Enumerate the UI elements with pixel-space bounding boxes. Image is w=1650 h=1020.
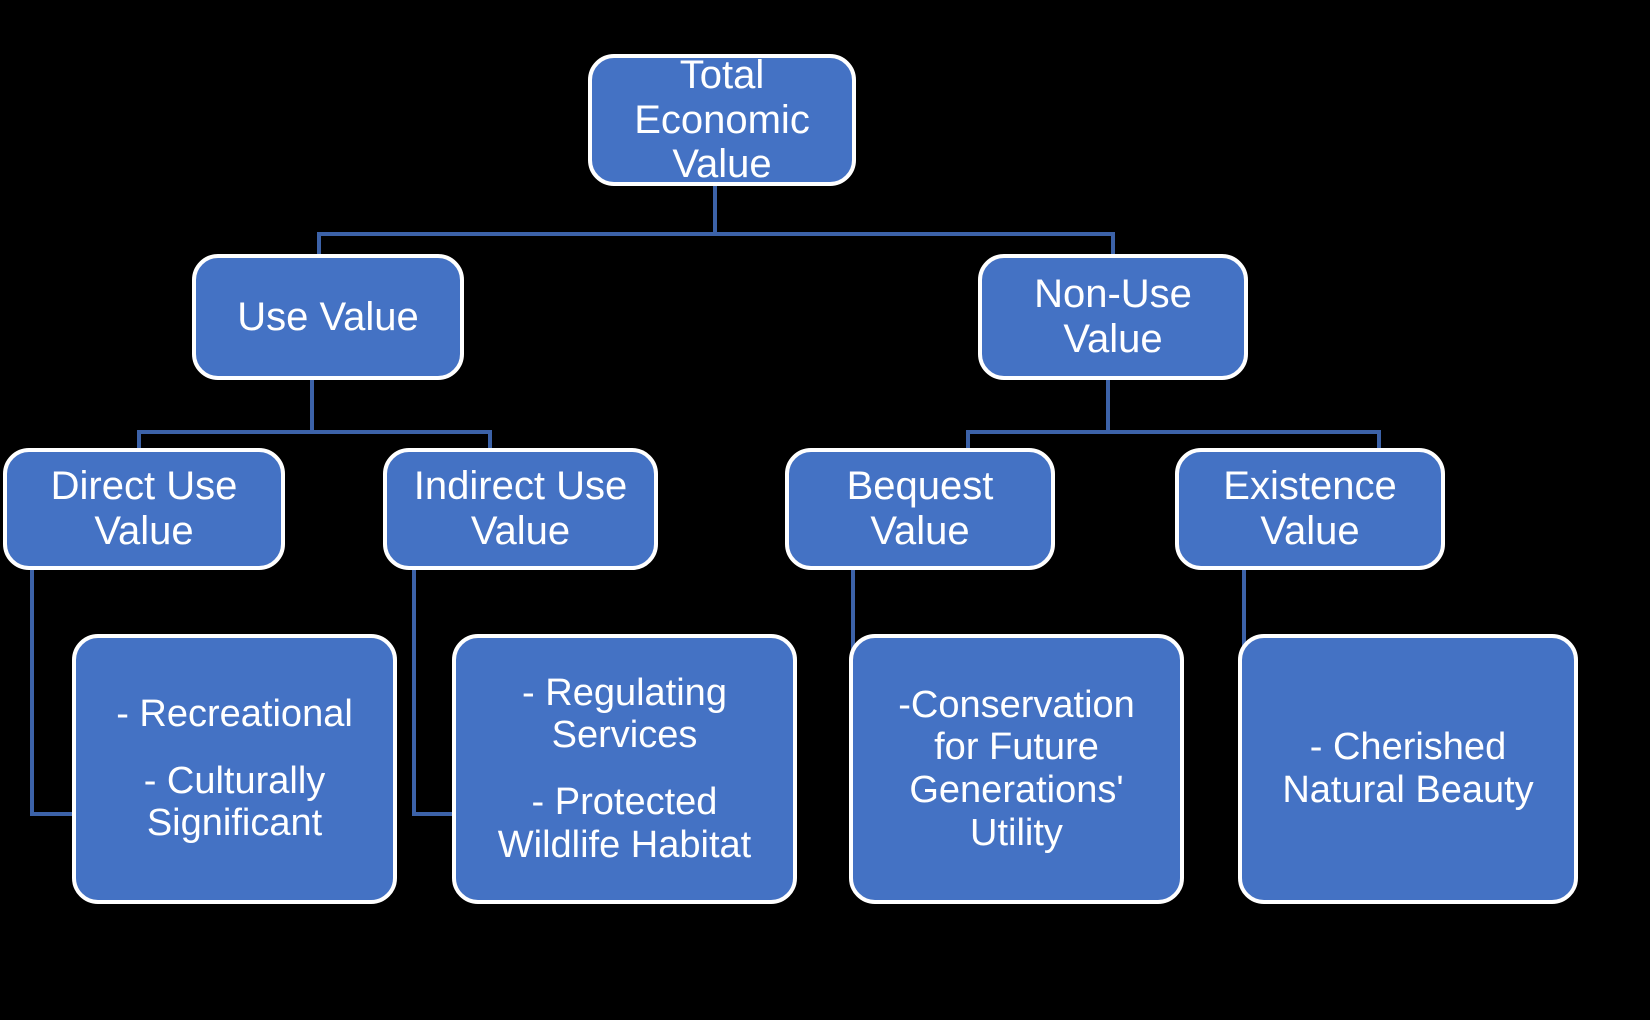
indirect-use-item-2: - Protected Wildlife Habitat (498, 781, 751, 866)
bequest-item-1-line1: -Conservation (898, 683, 1135, 726)
node-direct-use-value-line1: Direct Use (50, 464, 238, 509)
direct-use-item-1: - Recreational (116, 693, 353, 736)
node-use-value-label: Use Value (237, 294, 419, 339)
node-existence-items[interactable]: - Cherished Natural Beauty (1238, 634, 1578, 904)
node-total-economic-value-line2: Economic (634, 97, 810, 142)
node-existence-value-line2: Value (1260, 509, 1360, 553)
node-total-economic-value-line3: Value (672, 142, 772, 187)
connector-root-to-non-use-value (1111, 232, 1115, 258)
direct-use-item-2-line2: Significant (146, 802, 323, 845)
connector-root-stem (713, 184, 717, 234)
direct-use-item-1-line1: - Recreational (116, 693, 353, 736)
node-bequest-items[interactable]: -Conservation for Future Generations' Ut… (849, 634, 1184, 904)
bequest-item-1-line3: Generations' (909, 769, 1124, 811)
indirect-use-item-1: - Regulating Services (522, 672, 727, 757)
existence-item-1: - Cherished Natural Beauty (1282, 726, 1533, 811)
node-bequest-value-line2: Value (870, 509, 970, 553)
connector-indirect-use-elbow (412, 812, 482, 816)
connector-use-to-indirect (488, 430, 492, 456)
direct-use-item-2: - Culturally Significant (144, 760, 326, 845)
node-indirect-use-items[interactable]: - Regulating Services - Protected Wildli… (452, 634, 797, 904)
bequest-item-1-line4: Utility (970, 811, 1063, 854)
node-indirect-use-value[interactable]: Indirect Use Value (383, 448, 658, 570)
bequest-item-1: -Conservation for Future Generations' Ut… (898, 684, 1135, 854)
existence-item-1-line1: - Cherished (1309, 726, 1507, 769)
indirect-use-item-1-line1: - Regulating (522, 671, 727, 714)
connector-root-bar (317, 232, 1115, 236)
connector-use-to-direct (137, 430, 141, 456)
indirect-use-item-2-line1: - Protected (531, 781, 718, 823)
node-direct-use-items[interactable]: - Recreational - Culturally Significant (72, 634, 397, 904)
connector-non-use-value-stem (1106, 378, 1110, 434)
indirect-use-item-1-line2: Services (551, 714, 698, 757)
node-direct-use-value[interactable]: Direct Use Value (3, 448, 285, 570)
existence-item-1-line2: Natural Beauty (1282, 769, 1534, 811)
connector-non-use-to-existence (1377, 430, 1381, 456)
direct-use-item-2-line1: - Culturally (143, 759, 326, 802)
indirect-use-item-2-line2: Wildlife Habitat (497, 823, 752, 866)
connector-root-to-use-value (317, 232, 321, 258)
node-existence-value[interactable]: Existence Value (1175, 448, 1445, 570)
node-indirect-use-value-line2: Value (470, 509, 571, 553)
node-existence-value-line1: Existence (1223, 464, 1397, 509)
connector-use-value-stem (310, 378, 314, 434)
connector-use-value-bar (137, 430, 492, 434)
node-total-economic-value[interactable]: Total Economic Value (588, 52, 856, 187)
node-non-use-value-line1: Non-Use (1034, 272, 1192, 317)
connector-non-use-value-bar (966, 430, 1381, 434)
node-total-economic-value-line1: Total (679, 52, 765, 97)
node-non-use-value[interactable]: Non-Use Value (978, 254, 1248, 380)
bequest-item-1-line2: for Future (934, 726, 1099, 769)
connector-indirect-use-drop (412, 566, 416, 816)
connector-non-use-to-bequest (966, 430, 970, 456)
node-bequest-value-line1: Bequest (846, 464, 994, 509)
node-direct-use-value-line2: Value (94, 509, 194, 553)
node-non-use-value-line2: Value (1063, 317, 1163, 361)
node-indirect-use-value-line1: Indirect Use (413, 464, 628, 509)
node-bequest-value[interactable]: Bequest Value (785, 448, 1055, 570)
connector-direct-use-drop (30, 566, 34, 816)
node-use-value[interactable]: Use Value (192, 254, 464, 380)
connector-direct-use-elbow (30, 812, 100, 816)
